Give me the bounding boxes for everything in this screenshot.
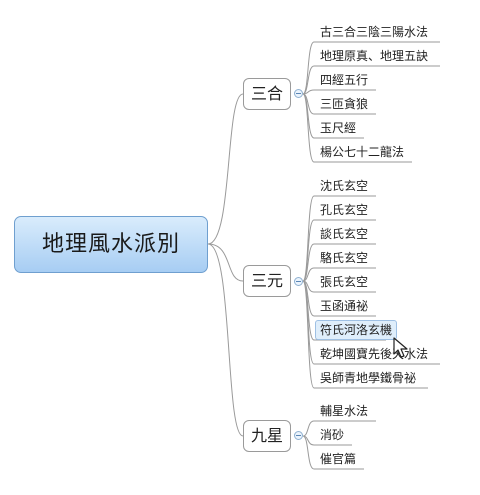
- subtopic[interactable]: 古三合三陰三陽水法: [320, 25, 429, 39]
- subtopic[interactable]: 楊公七十二龍法: [320, 145, 405, 159]
- connector-line: [302, 267, 376, 282]
- subtopic[interactable]: 談氏玄空: [320, 227, 369, 241]
- connector-line: [207, 243, 244, 282]
- connector-line: [302, 420, 376, 437]
- connector-line: [207, 243, 244, 437]
- collapse-toggle-icon[interactable]: [294, 89, 303, 98]
- subtopic[interactable]: 輔星水法: [320, 404, 369, 418]
- connector-line: [302, 65, 440, 95]
- subtopic[interactable]: 玉尺經: [320, 121, 357, 135]
- mouse-pointer-icon: [393, 337, 408, 358]
- subtopic[interactable]: 孔氏玄空: [320, 203, 369, 217]
- collapse-toggle-icon[interactable]: [294, 277, 303, 286]
- subtopic[interactable]: 四經五行: [320, 73, 369, 87]
- subtopic[interactable]: 三匝貪狼: [320, 97, 369, 111]
- subtopic[interactable]: 消砂: [320, 428, 345, 442]
- collapse-toggle-icon[interactable]: [294, 431, 303, 440]
- subtopic[interactable]: 地理原真、地理五訣: [320, 49, 429, 63]
- connector-line: [302, 93, 412, 163]
- subtopic[interactable]: 駱氏玄空: [320, 251, 369, 265]
- connector-line: [302, 435, 364, 470]
- subtopic[interactable]: 乾坤國寶先後天水法: [320, 347, 429, 361]
- connector-line: [302, 243, 376, 282]
- connector-line: [207, 93, 244, 245]
- subtopic[interactable]: 催官篇: [320, 452, 357, 466]
- branch-topic-sanhe[interactable]: 三合: [243, 78, 291, 110]
- branch-topic-jiuxing[interactable]: 九星: [243, 420, 291, 452]
- connector-line: [302, 280, 428, 389]
- subtopic[interactable]: 吳師青地學鐵骨祕: [320, 371, 417, 385]
- branch-topic-sanyuan[interactable]: 三元: [243, 265, 291, 297]
- connector-line: [302, 89, 376, 95]
- subtopic[interactable]: 玉函通祕: [320, 299, 369, 313]
- subtopic-selected[interactable]: 符氏河洛玄機: [315, 320, 398, 340]
- subtopic[interactable]: 張氏玄空: [320, 275, 369, 289]
- root-topic[interactable]: 地理風水派別: [14, 216, 208, 273]
- subtopic[interactable]: 沈氏玄空: [320, 179, 369, 193]
